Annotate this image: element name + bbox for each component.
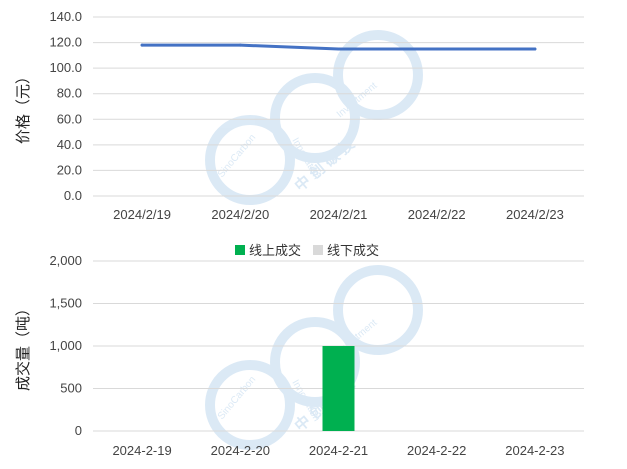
y-tick-label: 0: [75, 423, 82, 438]
price-point: [238, 43, 242, 47]
y-tick-label: 2,000: [49, 253, 82, 268]
x-tick-label: 2024-2-19: [112, 443, 171, 458]
y-tick-label: 1,500: [49, 296, 82, 311]
y-tick-label: 60.0: [57, 111, 82, 126]
price-point: [435, 47, 439, 51]
x-tick-label: 2024-2-23: [505, 443, 564, 458]
y-tick-label: 120.0: [49, 35, 82, 50]
legend-label: 线下成交: [327, 243, 379, 258]
y-axis-title: 成交量（吨）: [14, 301, 32, 391]
x-tick-label: 2024-2-21: [309, 443, 368, 458]
x-tick-label: 2024/2/23: [506, 207, 564, 222]
legend-label: 线上成交: [249, 243, 301, 258]
price-point: [140, 43, 144, 47]
y-axis-title: 价格（元）: [15, 69, 32, 144]
y-tick-label: 140.0: [49, 9, 82, 24]
y-tick-label: 100.0: [49, 60, 82, 75]
y-tick-label: 0.0: [64, 188, 82, 203]
y-tick-label: 80.0: [57, 86, 82, 101]
y-tick-label: 20.0: [57, 162, 82, 177]
x-tick-label: 2024/2/22: [408, 207, 466, 222]
x-tick-label: 2024-2-22: [407, 443, 466, 458]
y-tick-label: 500: [60, 381, 82, 396]
x-tick-label: 2024/2/21: [310, 207, 368, 222]
x-tick-label: 2024-2-20: [211, 443, 270, 458]
x-tick-label: 2024/2/19: [113, 207, 171, 222]
bar: [322, 346, 355, 431]
price-point: [337, 47, 340, 51]
y-tick-label: 1,000: [49, 338, 82, 353]
legend-swatch: [235, 245, 245, 255]
x-tick-label: 2024/2/20: [211, 207, 269, 222]
legend-swatch: [313, 245, 323, 255]
y-tick-label: 40.0: [57, 137, 82, 152]
price-point: [533, 47, 537, 51]
